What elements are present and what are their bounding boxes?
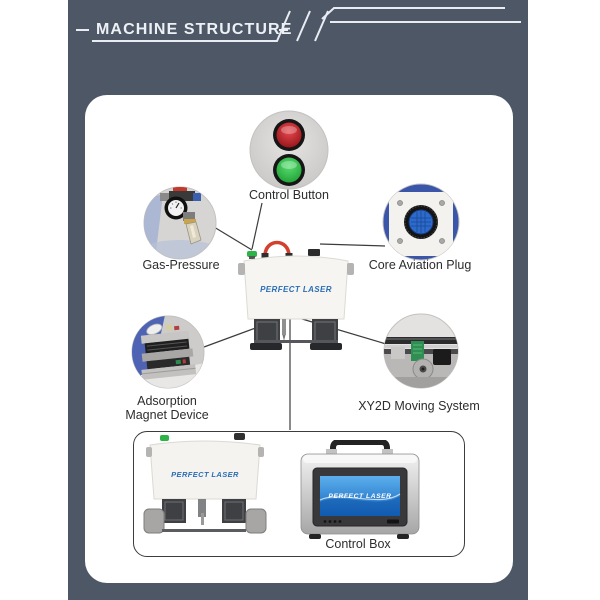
pressure-regulator-icon xyxy=(160,187,202,245)
header-slash-1 xyxy=(296,10,311,42)
red-button-icon xyxy=(273,119,305,151)
gas-pressure-label: Gas-Pressure xyxy=(142,258,220,272)
bottom-machine-legs xyxy=(143,499,267,534)
page-title: MACHINE STRUCTURE xyxy=(96,21,293,38)
bottom-machine-body xyxy=(149,440,261,500)
bottom-machine-photo: PERFECT LASER xyxy=(143,433,267,534)
control-box-photo: PERFECT LASER xyxy=(300,440,420,539)
green-button-icon xyxy=(273,154,305,186)
control-box-buttons xyxy=(323,519,399,524)
connector-control-button xyxy=(251,202,263,250)
header-top-line xyxy=(321,7,505,20)
header-underline xyxy=(92,10,291,42)
machine-photo: PERFECT LASER xyxy=(238,240,354,350)
connector-xy2d xyxy=(291,315,387,345)
machine-body xyxy=(243,255,349,320)
screen-brand-text: PERFECT LASER xyxy=(328,493,391,500)
machine-top-connector xyxy=(308,249,320,256)
adsorption-magnet-label-line2: Magnet Device xyxy=(125,408,209,422)
control-button-label: Control Button xyxy=(249,188,329,202)
machine-green-button xyxy=(247,251,257,257)
aviation-plug-label: Core Aviation Plug xyxy=(368,258,472,272)
machine-brand-text: PERFECT LASER xyxy=(260,285,332,294)
adsorption-magnet-label-line1: Adsorption xyxy=(137,394,197,408)
control-box-label: Control Box xyxy=(325,537,391,551)
adsorption-magnet-photo xyxy=(131,315,205,389)
aviation-plug-photo xyxy=(382,183,460,261)
header-line-decoration xyxy=(76,7,521,42)
machine-legs xyxy=(250,319,342,350)
xy2d-photo xyxy=(383,313,459,389)
plug-connector-icon xyxy=(404,205,438,239)
plug-screws xyxy=(397,200,445,244)
adsorption-magnet-label: Adsorption Magnet Device xyxy=(107,394,227,422)
xy2d-mechanism-icon xyxy=(384,337,458,388)
connector-gas-pressure xyxy=(213,226,253,251)
xy2d-label: XY2D Moving System xyxy=(358,399,480,413)
connector-aviation-plug xyxy=(319,243,386,247)
magnet-device-icon xyxy=(140,323,197,380)
bottom-machine-brand-text: PERFECT LASER xyxy=(171,470,239,479)
control-box-handle xyxy=(330,440,390,454)
gas-pressure-photo xyxy=(143,186,217,260)
control-box-screen: PERFECT LASER xyxy=(319,476,401,516)
control-button-photo xyxy=(249,110,329,190)
